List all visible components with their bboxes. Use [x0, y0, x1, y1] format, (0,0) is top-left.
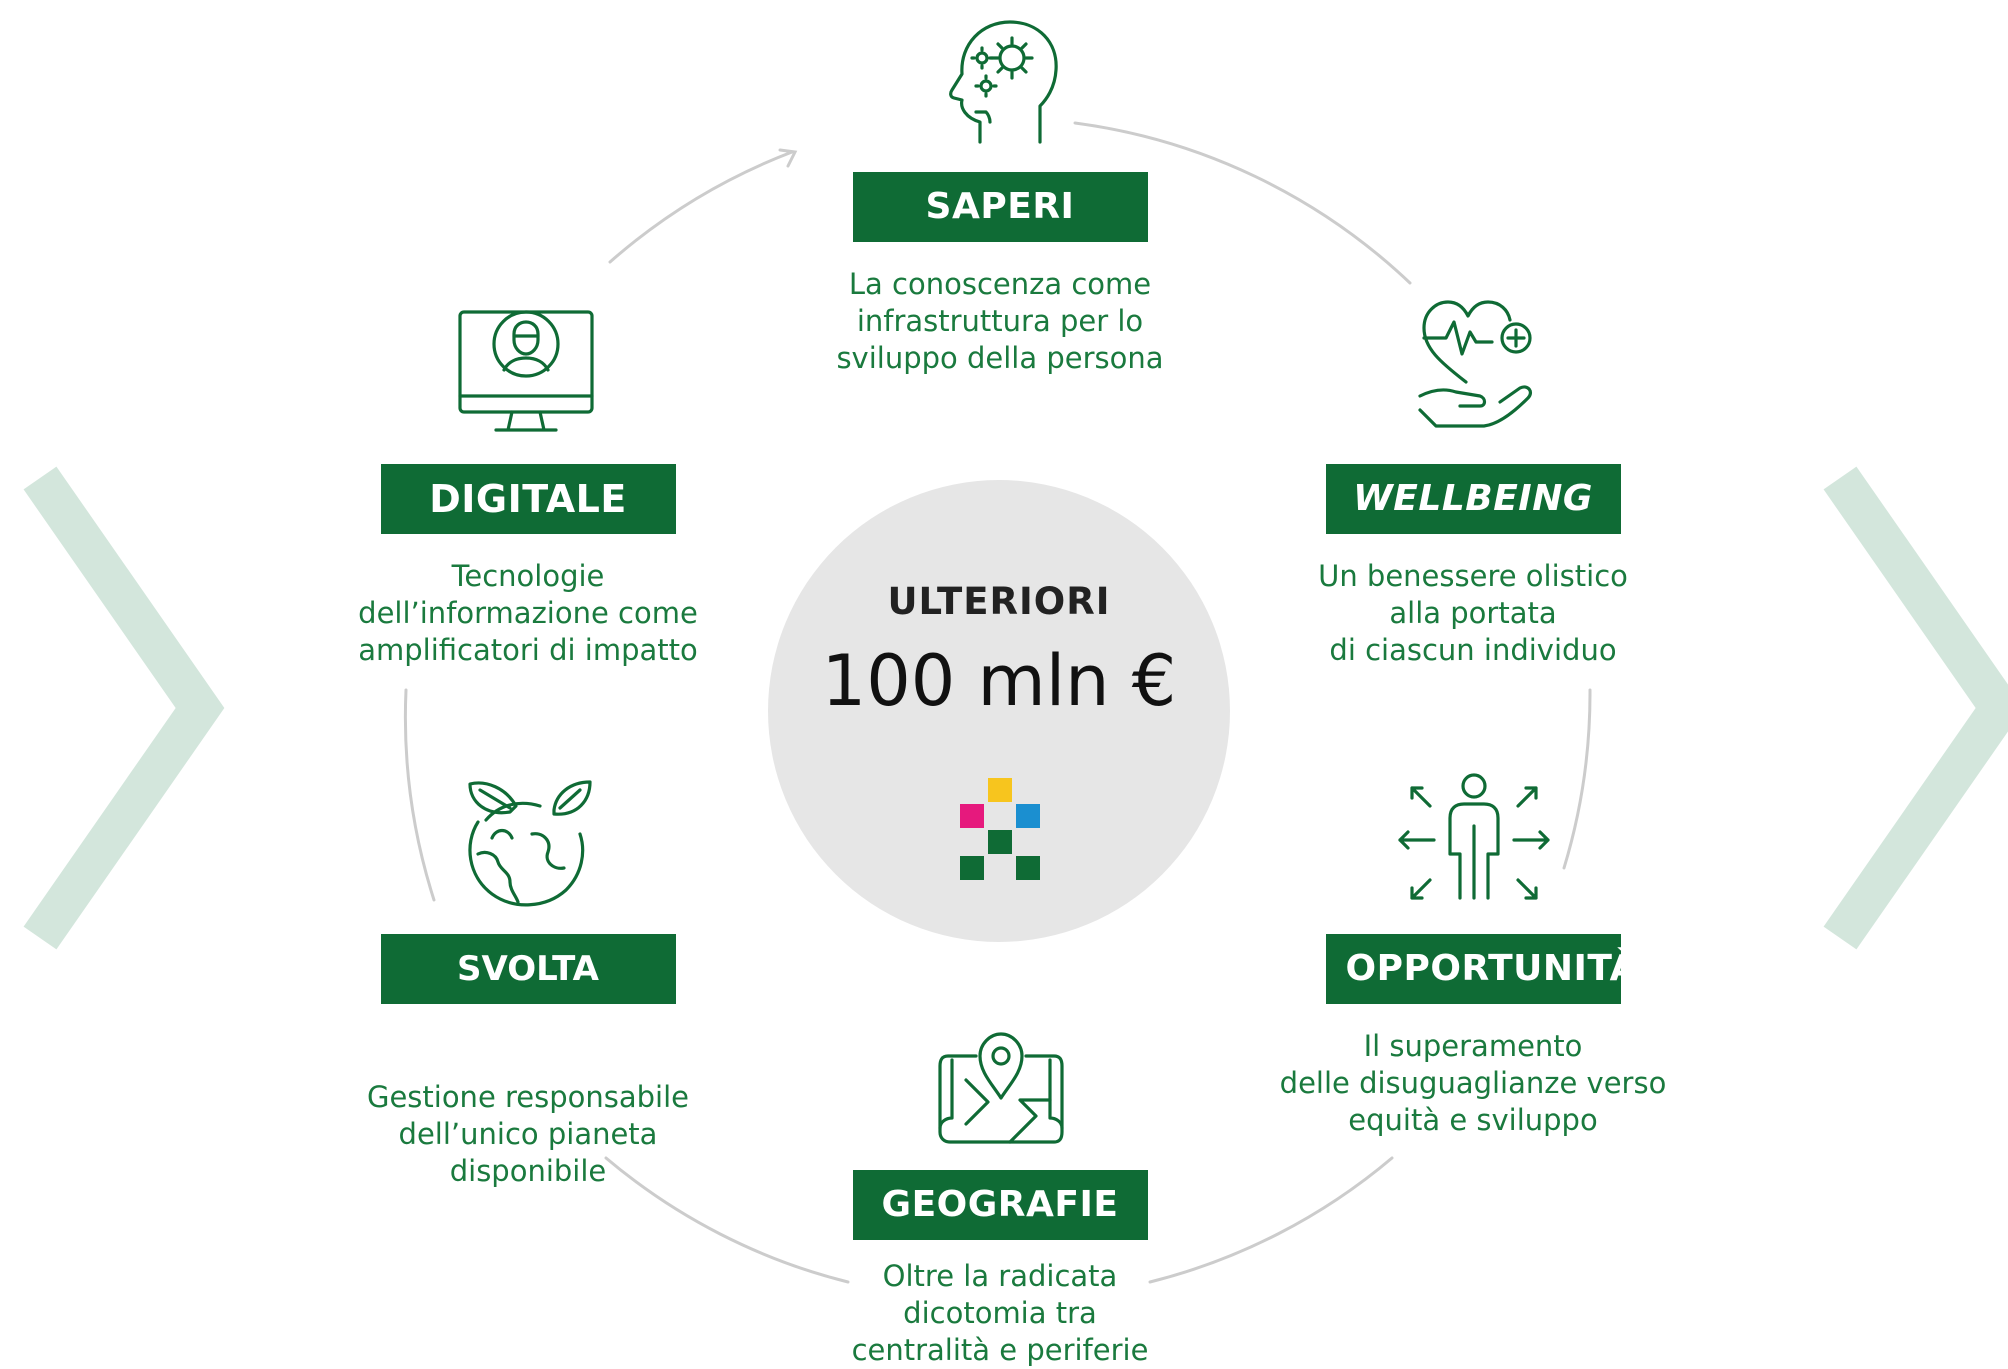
- node-svolta-green: SVOLTA GREEN Gestione responsabile dell’…: [328, 934, 728, 1190]
- head-gears-icon: [940, 14, 1060, 144]
- logo-square-green-2: [960, 856, 984, 880]
- node-description-wellbeing: Un benessere olistico alla portata di ci…: [1318, 559, 1628, 667]
- ring-arc-bottom-right: [1148, 1156, 1394, 1284]
- logo-square-green-1: [988, 830, 1012, 854]
- node-label-digitale: DIGITALE: [380, 464, 676, 534]
- node-description-digitale: Tecnologie dell’informazione come amplif…: [358, 559, 698, 667]
- node-label-saperi: SAPERI: [852, 172, 1148, 242]
- center-circle: [768, 480, 1230, 942]
- heart-hand-icon: [1410, 292, 1540, 432]
- node-description-svolta-green: Gestione responsabile dell’unico pianeta…: [366, 1080, 690, 1188]
- center-amount: 100 mln €: [821, 640, 1177, 722]
- node-digitale: DIGITALE Tecnologie dell’informazione co…: [328, 464, 728, 669]
- node-description-geografie: Oltre la radicata dicotomia tra centrali…: [851, 1259, 1149, 1367]
- node-saperi: SAPERI La conoscenza come infrastruttura…: [800, 172, 1200, 377]
- ring-arc-left: [403, 688, 436, 902]
- logo-square-yellow: [988, 778, 1012, 802]
- logo-square-pink: [960, 804, 984, 828]
- globe-leaves-icon: [456, 772, 596, 912]
- right-chevron-decoration: [1823, 466, 2008, 950]
- ring-arc-bottom-left: [604, 1156, 850, 1284]
- node-wellbeing: WELLBEING Un benessere olistico alla por…: [1273, 464, 1673, 669]
- node-label-wellbeing: WELLBEING: [1325, 464, 1621, 534]
- logo-square-green-3: [1016, 856, 1040, 880]
- node-opportunita: OPPORTUNITÀ Il superamento delle disugua…: [1273, 934, 1673, 1139]
- person-arrows-icon: [1394, 770, 1554, 910]
- node-label-svolta-green: SVOLTA GREEN: [380, 934, 676, 1059]
- node-label-opportunita: OPPORTUNITÀ: [1325, 934, 1638, 1004]
- ring-arc-top-right: [1073, 121, 1412, 285]
- node-geografie: GEOGRAFIE Oltre la radicata dicotomia tr…: [800, 1170, 1200, 1369]
- center-heading: ULTERIORI: [887, 580, 1111, 623]
- logo-square-blue: [1016, 804, 1040, 828]
- node-description-saperi: La conoscenza come infrastruttura per lo…: [836, 267, 1164, 375]
- left-chevron-decoration: [23, 466, 225, 950]
- ring-arrowhead: [778, 148, 798, 168]
- node-description-opportunita: Il superamento delle disuguaglianze vers…: [1279, 1029, 1667, 1137]
- ring-arc-top-left: [608, 150, 794, 264]
- map-pin-icon: [936, 1020, 1066, 1150]
- mosaic-logo: [960, 778, 1040, 882]
- ring-arc-right: [1562, 688, 1592, 870]
- cycle-ring: [403, 121, 1592, 1284]
- monitor-user-icon: [456, 300, 596, 440]
- node-label-geografie: GEOGRAFIE: [852, 1170, 1148, 1240]
